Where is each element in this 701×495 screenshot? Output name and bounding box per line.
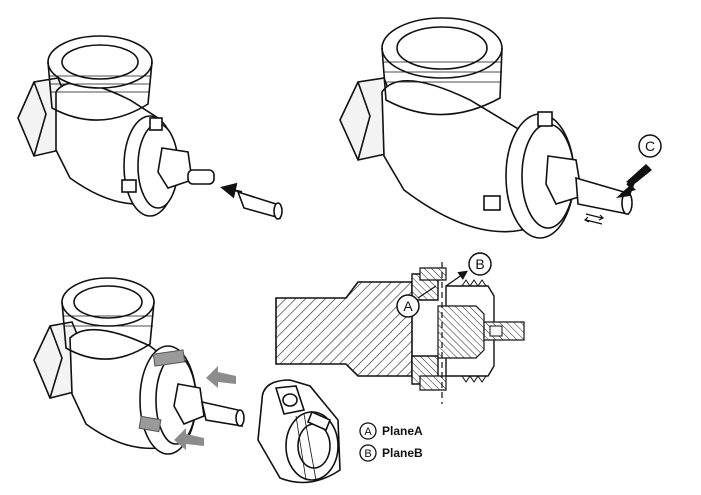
step2-valve [339, 17, 633, 239]
callout-c-letter: C [645, 138, 655, 154]
step3-valve [33, 277, 245, 455]
cross-section [275, 262, 525, 404]
callout-b: B [468, 252, 492, 276]
callout-b-letter: B [475, 256, 484, 272]
step1-valve [17, 35, 215, 217]
step2-rotate-arrows [583, 213, 605, 225]
step3-adapter-ring [257, 379, 341, 484]
step1-insert-arrow [220, 182, 243, 199]
legend: A PlaneA B PlaneB [359, 422, 423, 462]
legend-label-plane-a: PlaneA [382, 424, 423, 438]
legend-item-a: A PlaneA [359, 422, 423, 440]
step1-cone-seal [236, 190, 283, 220]
callout-c: C [638, 134, 662, 158]
step2-push-arrow [616, 164, 652, 198]
legend-letter-b: B [364, 448, 371, 460]
callout-a: A [396, 294, 420, 318]
legend-label-plane-b: PlaneB [382, 446, 423, 460]
step3-clip-tabs [138, 349, 186, 433]
legend-letter-a: A [364, 426, 372, 438]
callout-a-letter: A [403, 298, 413, 314]
step3-press-arrows [174, 366, 236, 450]
legend-item-b: B PlaneB [359, 444, 423, 462]
